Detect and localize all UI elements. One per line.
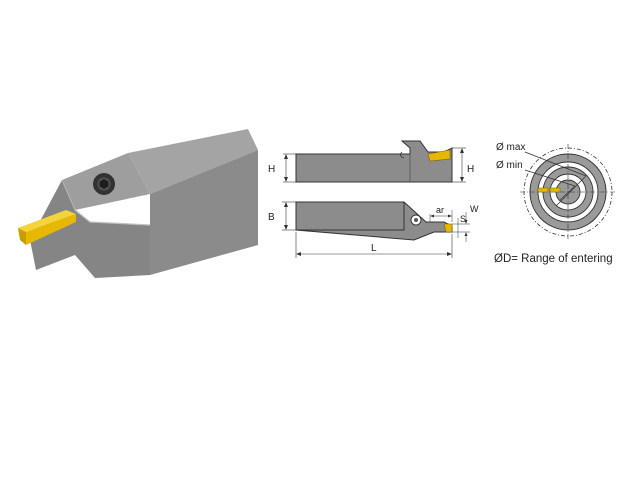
entering-range-diagram — [520, 144, 616, 240]
label-d-min: Ø min — [496, 160, 523, 171]
dim-label-h-right: H — [467, 164, 474, 175]
tool-holder-render — [18, 129, 258, 278]
dim-label-ar: ar — [436, 205, 444, 215]
label-range-of-entering: ØD= Range of entering — [494, 253, 613, 265]
insert-blade — [18, 210, 76, 245]
top-view-drawing — [282, 201, 470, 258]
dim-label-l: L — [371, 243, 377, 254]
clamp-screw-icon — [93, 173, 115, 195]
dim-label-s: S — [460, 214, 466, 224]
dim-label-b: B — [268, 212, 275, 223]
dim-label-w: W — [470, 204, 479, 214]
side-view-drawing — [283, 140, 466, 183]
label-d-max: Ø max — [496, 142, 525, 153]
dim-label-h-left: H — [268, 164, 275, 175]
